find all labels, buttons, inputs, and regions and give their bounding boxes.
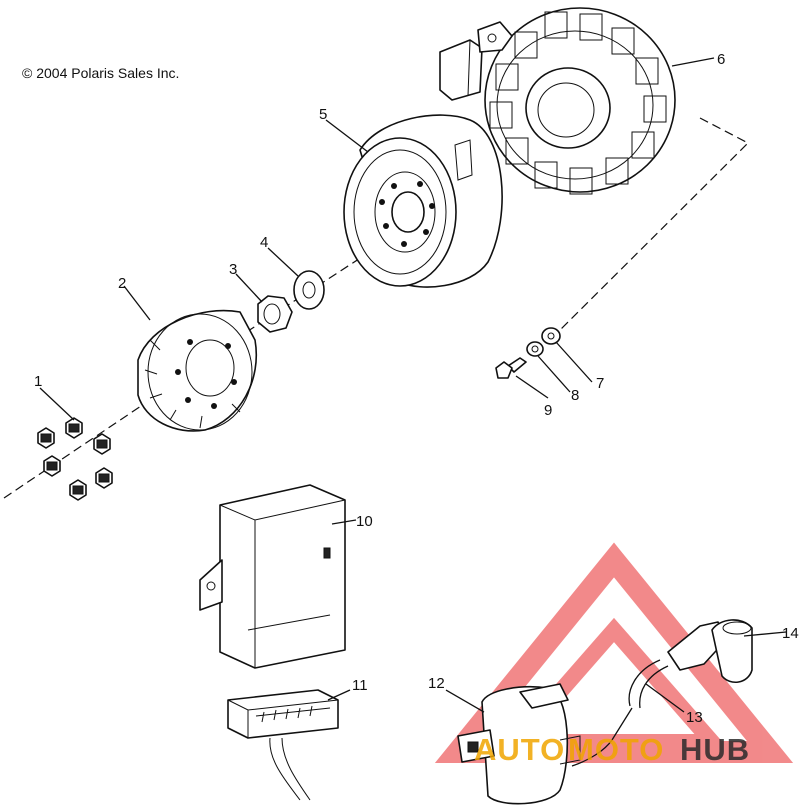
watermark-moto: MOTO xyxy=(568,732,664,767)
callout-13: 13 xyxy=(686,709,703,726)
callout-11: 11 xyxy=(352,677,368,694)
axis-line-stator xyxy=(559,117,750,331)
watermark-text: AUTO MOTO HUB xyxy=(474,732,750,767)
washer-part xyxy=(293,270,325,310)
ignition-coil-part xyxy=(457,683,581,805)
nut-part xyxy=(257,295,293,333)
copyright-text: © 2004 Polaris Sales Inc. xyxy=(22,65,179,81)
callout-9: 9 xyxy=(544,402,552,419)
cdi-box-part xyxy=(199,484,346,669)
callout-1: 1 xyxy=(34,373,42,390)
washer-7-part xyxy=(541,327,561,345)
callout-8: 8 xyxy=(571,387,579,404)
flywheel-part xyxy=(343,114,503,288)
leader-lines xyxy=(39,57,787,713)
bolt-group xyxy=(37,417,113,501)
callout-2: 2 xyxy=(118,275,126,292)
watermark-hub: HUB xyxy=(680,732,750,767)
callout-10: 10 xyxy=(356,513,373,530)
callout-12: 12 xyxy=(428,675,445,692)
stator-part xyxy=(439,7,676,195)
watermark-triangle-inner xyxy=(498,617,730,750)
callout-4: 4 xyxy=(260,234,268,251)
callout-3: 3 xyxy=(229,261,237,278)
callout-labels: 1 2 3 4 5 6 7 8 9 10 11 12 13 14 xyxy=(34,51,799,726)
ignition-lead-part xyxy=(571,659,669,767)
watermark-auto: AUTO xyxy=(474,732,565,767)
lock-washer-8-part xyxy=(526,341,544,357)
spark-plug-cap-part xyxy=(667,619,753,683)
connector-part xyxy=(227,689,339,801)
starter-cup-part xyxy=(137,309,257,432)
callout-5: 5 xyxy=(319,106,327,123)
callout-14: 14 xyxy=(782,625,799,642)
callout-7: 7 xyxy=(596,375,604,392)
callout-6: 6 xyxy=(717,51,725,68)
axis-line-lower xyxy=(3,399,151,499)
screw-9-part xyxy=(495,357,527,379)
